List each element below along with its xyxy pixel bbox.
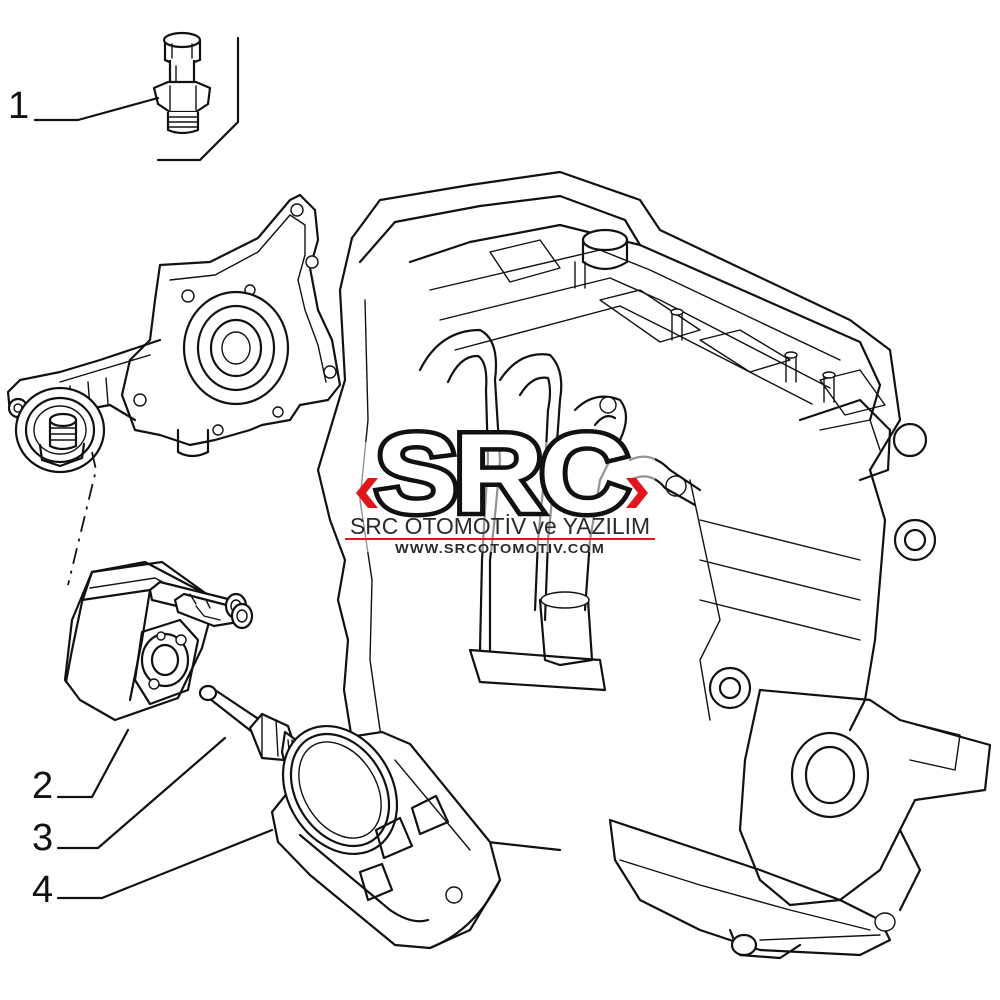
- oil-pressure-switch: [152, 31, 240, 162]
- callout-number-1: 1: [8, 85, 29, 127]
- callout-4: 4: [32, 828, 274, 911]
- watermark-url: WWW.SRCOTOMOTIV.COM: [395, 541, 605, 556]
- assembly-centreline: [67, 451, 97, 586]
- callout-2: 2: [32, 728, 130, 807]
- watermark-logo: SRC: [375, 411, 626, 536]
- chevron-left-icon: [356, 478, 378, 508]
- callout-number-2: 2: [32, 765, 53, 807]
- callout-1: 1: [8, 85, 160, 127]
- callout-3: 3: [32, 736, 227, 859]
- engine-block: [316, 170, 992, 960]
- oil-pump-housing: [6, 193, 342, 458]
- watermark-title: SRC OTOMOTİV ve YAZILIM: [350, 513, 650, 539]
- chevron-right-icon: [626, 478, 648, 508]
- hollow-screw: [198, 684, 300, 770]
- filter-adapter: [14, 386, 106, 474]
- oil-filter: [270, 724, 502, 950]
- callout-number-4: 4: [32, 869, 53, 911]
- callout-number-3: 3: [32, 817, 53, 859]
- oil-cooler: [63, 560, 254, 722]
- watermark: SRC SRC OTOMOTİV ve YAZILIM WWW.SRCOTOMO…: [345, 407, 655, 556]
